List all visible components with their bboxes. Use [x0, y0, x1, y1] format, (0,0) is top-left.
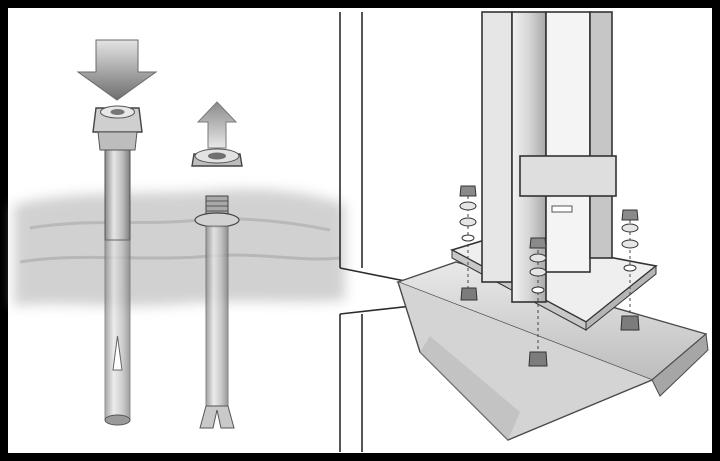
expanded-sleeve: [199, 405, 235, 429]
hex-nut-lifted: [191, 148, 243, 167]
post-strap: [519, 155, 617, 197]
anchor-bolt-stack-right: [620, 209, 640, 331]
anchor-bolt-stack-front: [528, 237, 548, 367]
steel-post: [481, 11, 617, 303]
right-panel: [339, 11, 709, 452]
washer: [97, 131, 138, 151]
anchor-bolt-expanded: [194, 195, 240, 429]
anchor-bolt-driven: [92, 105, 143, 426]
arrow-up-icon: [196, 101, 238, 149]
expansion-wedge: [112, 335, 123, 371]
hex-nut: [528, 351, 548, 367]
washer: [194, 212, 240, 228]
arrow-down-icon: [76, 39, 158, 101]
hex-nut: [620, 315, 640, 331]
left-panel: [14, 39, 345, 429]
hex-nut: [460, 287, 478, 301]
concrete-floor: [14, 189, 345, 306]
anchor-bolt-stack-front-left: [459, 185, 478, 301]
